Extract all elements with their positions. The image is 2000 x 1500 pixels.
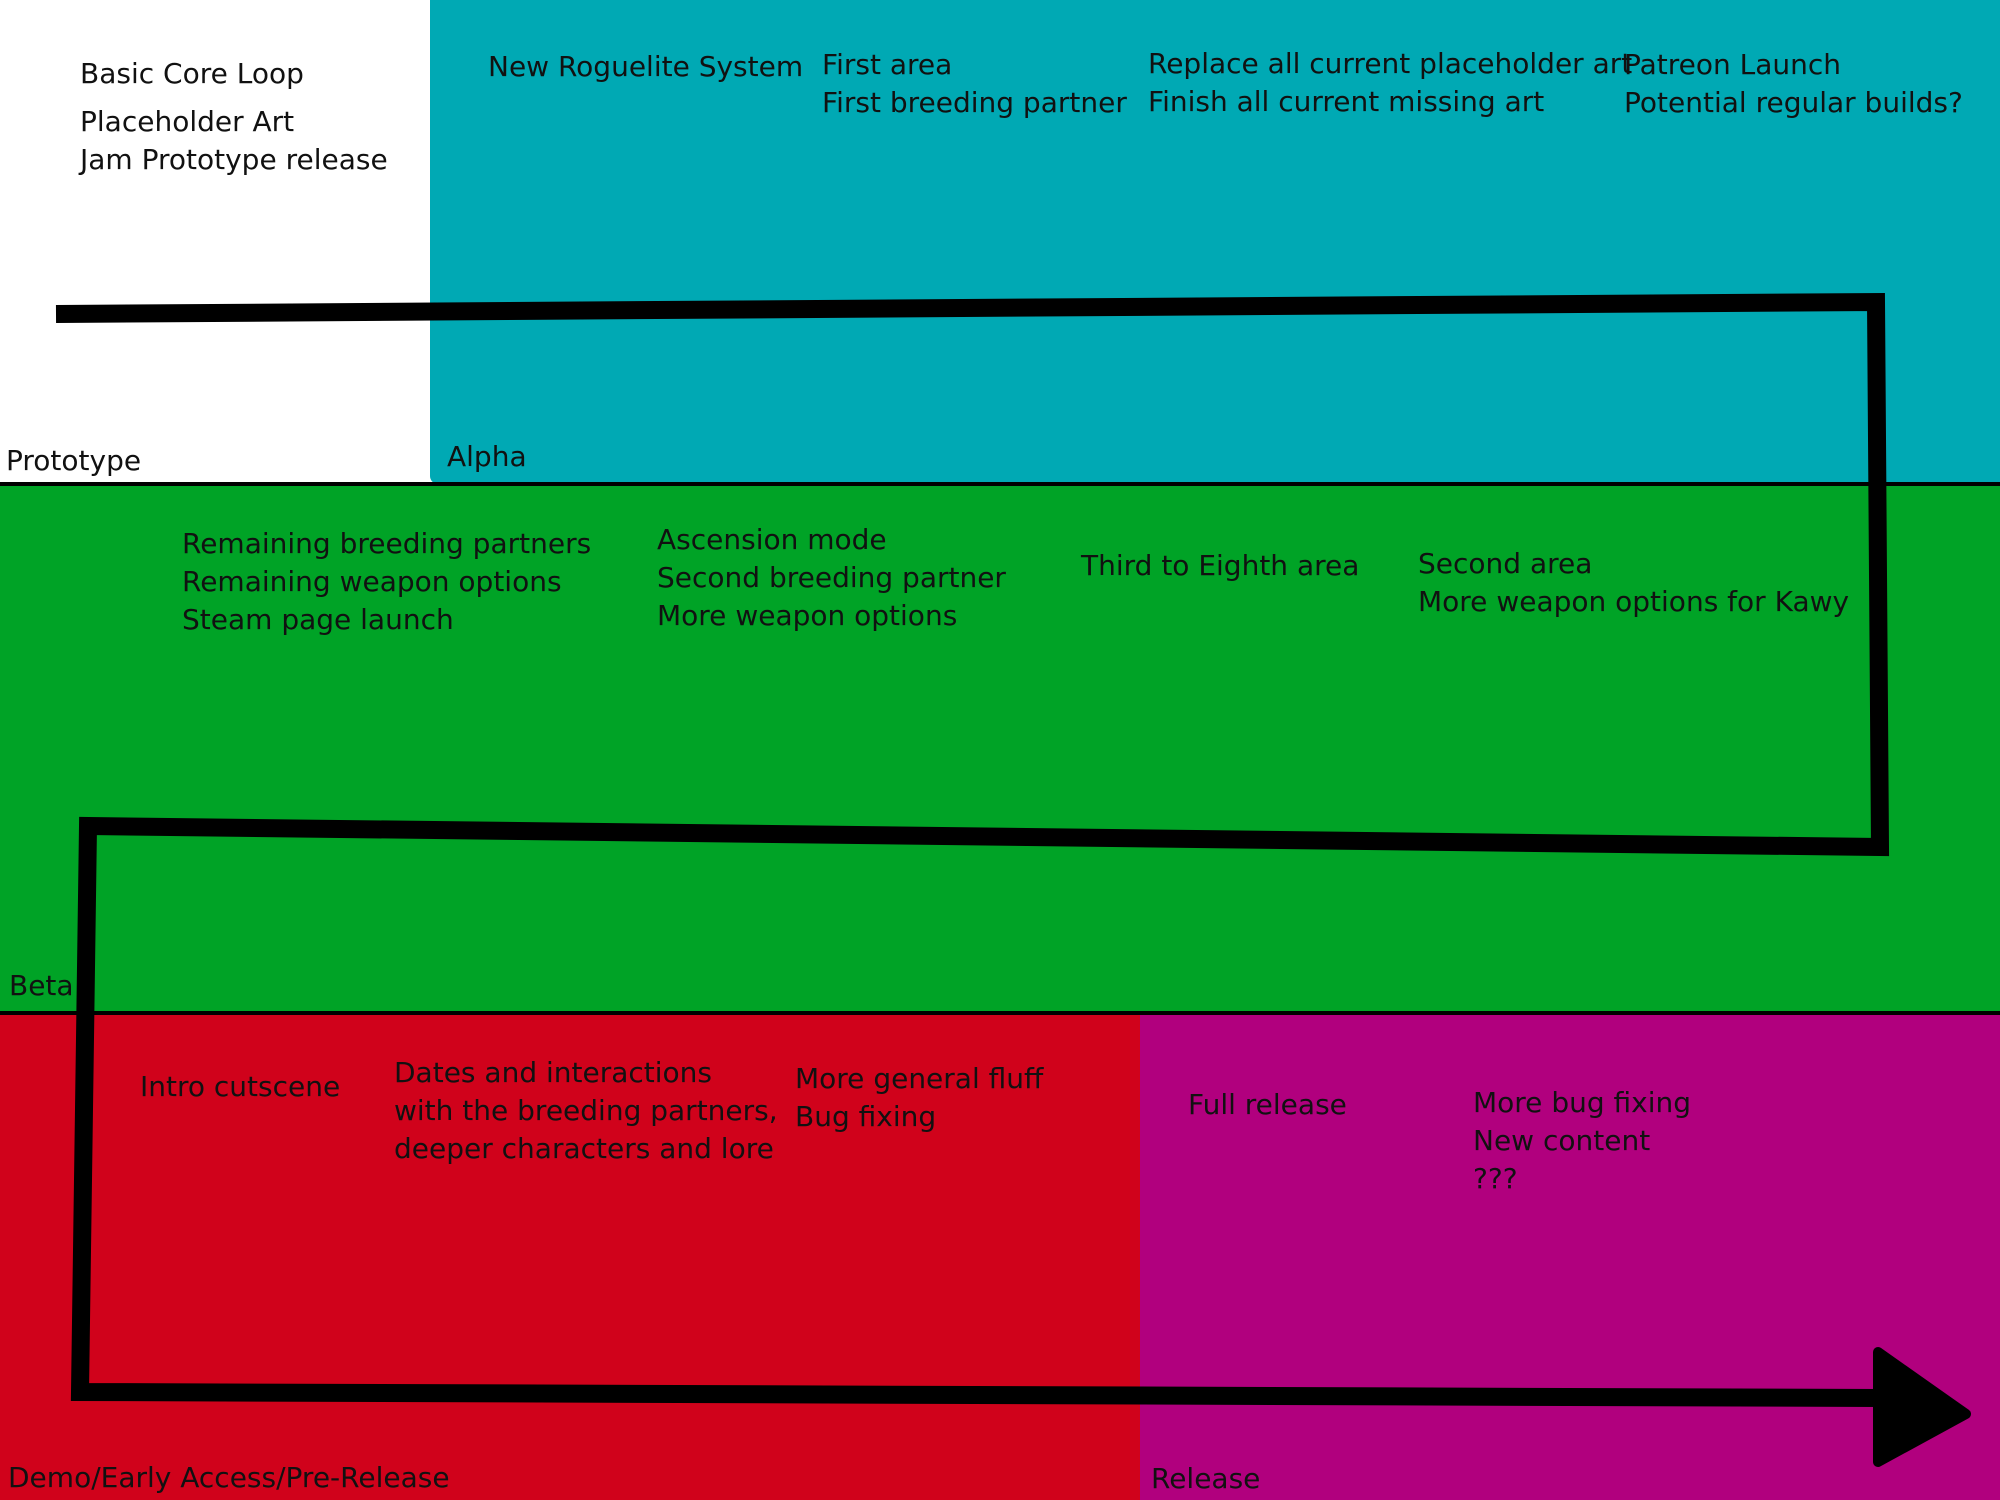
alpha-item: Replace all current placeholder art Fini… [1148, 47, 1633, 118]
release-region [1140, 1014, 2000, 1500]
alpha-item: New Roguelite System [488, 50, 804, 83]
prerelease-item: Intro cutscene [140, 1070, 341, 1103]
alpha-label: Alpha [447, 440, 527, 473]
release-item: Full release [1188, 1088, 1347, 1121]
prerelease-region [0, 1014, 1140, 1500]
divider-alpha-beta [0, 482, 2000, 486]
prototype-item: Placeholder Art Jam Prototype release [80, 105, 388, 176]
beta-region [0, 484, 2000, 1014]
prerelease-item: Dates and interactions with the breeding… [394, 1056, 778, 1165]
prerelease-item: More general fluff Bug fixing [795, 1062, 1044, 1133]
beta-item: Third to Eighth area [1081, 549, 1360, 582]
alpha-region [430, 0, 2000, 484]
prototype-item: Basic Core Loop [80, 57, 304, 90]
release-label: Release [1151, 1462, 1261, 1495]
release-item: More bug fixing New content ??? [1473, 1086, 1692, 1195]
prototype-region [0, 0, 430, 484]
beta-item: Ascension mode Second breeding partner M… [657, 523, 1006, 632]
beta-item: Second area More weapon options for Kawy [1418, 547, 1850, 618]
beta-label: Beta [9, 969, 74, 1002]
alpha-item: First area First breeding partner [822, 48, 1127, 119]
prototype-label: Prototype [6, 444, 142, 477]
timeline-arrowhead [1873, 1347, 1971, 1467]
alpha-item: Patreon Launch Potential regular builds? [1624, 48, 1963, 119]
beta-item: Remaining breeding partners Remaining we… [182, 527, 592, 636]
divider-beta-release [0, 1011, 2000, 1015]
prerelease-label: Demo/Early Access/Pre-Release [8, 1461, 450, 1494]
timeline-line [55, 292, 1890, 1407]
